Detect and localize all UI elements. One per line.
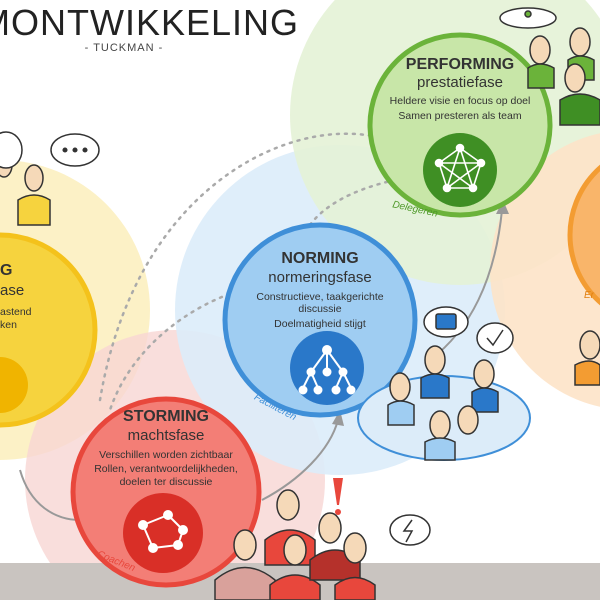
performing-desc-2: Samen presteren als team xyxy=(398,110,522,122)
adjourning-halo xyxy=(490,133,600,407)
star-network-icon xyxy=(434,143,486,193)
dotted-arc-2 xyxy=(298,178,397,247)
page-subtitle: - TUCKMAN - xyxy=(84,42,164,54)
exclamation-icon xyxy=(333,478,343,515)
forming-sub: ase xyxy=(0,282,25,299)
arrow-forming-storming xyxy=(19,469,81,521)
norming-circle xyxy=(222,222,418,418)
storming-desc-2: Rollen, verantwoordelijkheden, xyxy=(94,463,238,475)
puzzle-icon xyxy=(423,306,469,338)
page-title: MONTWIKKELING xyxy=(0,2,300,43)
network-icon xyxy=(138,510,188,553)
checkmark-icon xyxy=(476,322,514,354)
adjourning-role-fragment: Er xyxy=(584,290,594,301)
norming-desc-3: Doelmatigheid stijgt xyxy=(274,318,366,330)
storming-circle xyxy=(70,396,262,588)
storming-desc-3: doelen ter discussie xyxy=(119,476,213,488)
storming-name: STORMING xyxy=(123,408,209,425)
storming-people xyxy=(214,489,376,600)
storming-icon-disc xyxy=(123,493,203,573)
storming-desc-1: Verschillen worden zichtbaar xyxy=(99,449,233,461)
hierarchy-icon xyxy=(298,345,356,395)
arrow-norming-performing xyxy=(429,209,503,361)
adjourning-circle xyxy=(567,164,600,306)
speech-bubble-icon xyxy=(0,131,100,169)
forming-desc-2: ken xyxy=(0,319,17,331)
performing-name: PERFORMING xyxy=(405,56,515,73)
norming-sub: normeringsfase xyxy=(268,269,372,286)
norming-desc-2: discussie xyxy=(298,303,342,315)
performing-circle xyxy=(367,32,553,218)
arrow-storming-norming xyxy=(261,419,339,501)
forming-name: G xyxy=(0,262,13,279)
norming-people xyxy=(357,345,531,461)
forming-icon-disc xyxy=(0,357,28,413)
lightning-icon xyxy=(389,514,431,546)
norming-desc-1: Constructieve, taakgerichte xyxy=(256,291,384,303)
performing-icon-disc xyxy=(423,133,497,207)
forming-desc-1: astend xyxy=(0,306,32,318)
adjourning-people xyxy=(574,330,600,386)
norming-name: NORMING xyxy=(281,250,359,267)
performing-people xyxy=(499,7,600,126)
performing-sub: prestatiefase xyxy=(417,74,503,91)
performing-desc-1: Heldere visie en focus op doel xyxy=(389,95,531,107)
storming-sub: machtsfase xyxy=(127,427,205,444)
